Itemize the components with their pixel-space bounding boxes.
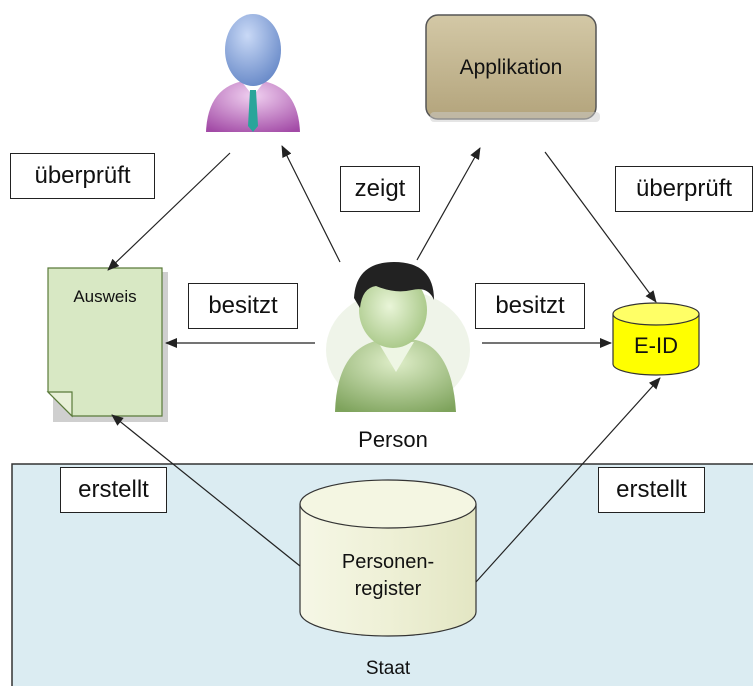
- register-label-line2: register: [354, 578, 422, 600]
- arrow-register-to-ausweis: [111, 414, 301, 567]
- arrow-person-to-checker: [281, 145, 341, 263]
- checker-person-icon: [206, 14, 300, 132]
- edge-label-ueberprueft-right: überprüft: [615, 166, 753, 212]
- edge-label-ueberprueft-left: überprüft: [10, 153, 155, 199]
- arrow-person-to-applikation: [416, 147, 481, 261]
- applikation-label: Applikation: [459, 56, 563, 79]
- register-cylinder: [299, 479, 477, 637]
- arrow-applikation-to-eid: [544, 151, 657, 303]
- person-label: Person: [358, 427, 428, 452]
- register-label-line1: Personen-: [341, 551, 435, 573]
- ausweis-label: Ausweis: [73, 287, 137, 306]
- ausweis-document: [46, 267, 168, 422]
- arrow-register-to-eid: [475, 377, 661, 583]
- arrows: [107, 145, 661, 583]
- arrow-checker-to-ausweis: [107, 152, 231, 271]
- person-icon: [326, 262, 470, 412]
- edge-label-besitzt-right: besitzt: [475, 283, 585, 329]
- edge-label-zeigt: zeigt: [340, 166, 420, 212]
- edge-label-besitzt-left: besitzt: [188, 283, 298, 329]
- eid-label: E-ID: [634, 333, 678, 358]
- staat-label: Staat: [365, 658, 411, 679]
- eid-cylinder: [612, 302, 700, 376]
- edge-label-erstellt-left: erstellt: [60, 467, 167, 513]
- edge-label-erstellt-right: erstellt: [598, 467, 705, 513]
